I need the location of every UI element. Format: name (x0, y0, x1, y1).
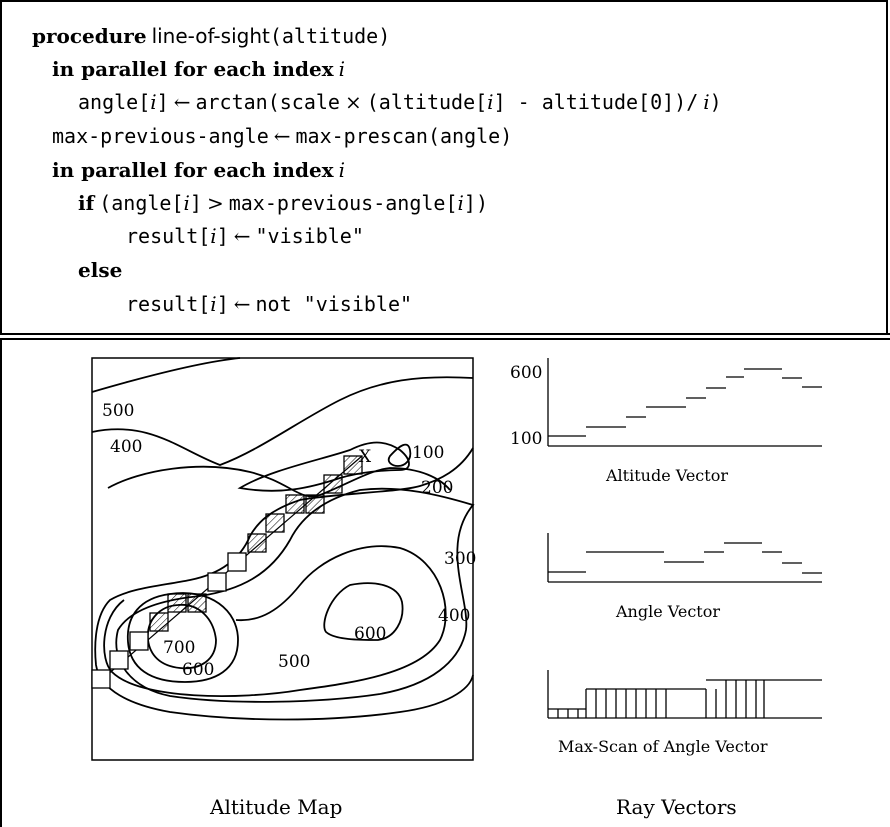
label-600-left: 600 (182, 660, 214, 680)
code-line-7: result[i] ← "visible" (126, 224, 364, 248)
label-500-bottom: 500 (278, 652, 310, 672)
altitude-vector-caption: Altitude Vector (605, 466, 728, 485)
label-300: 300 (444, 549, 476, 569)
max-scan-caption: Max-Scan of Angle Vector (558, 737, 768, 756)
separator-top (0, 333, 890, 335)
contour-lines (91, 357, 475, 721)
label-100: 100 (412, 443, 444, 463)
altitude-map-frame (91, 357, 474, 761)
separator-bottom (0, 338, 890, 340)
label-500-top: 500 (102, 401, 134, 421)
ray-line (91, 455, 363, 689)
label-700: 700 (163, 638, 195, 658)
contour-500-top (91, 357, 241, 393)
angle-vector-caption: Angle Vector (615, 602, 720, 621)
max-scan-chart (547, 670, 822, 719)
label-x: X (359, 447, 372, 467)
contour-600-right (323, 582, 404, 641)
code-line-1: procedure line-of-sight(altitude) (32, 24, 391, 48)
ray-cells (91, 455, 363, 689)
code-line-9: result[i] ← not "visible" (126, 292, 413, 316)
label-200: 200 (421, 478, 453, 498)
contour-300 (94, 447, 474, 721)
code-line-8: else (78, 258, 123, 282)
label-600-right: 600 (354, 624, 386, 644)
contour-600-left (127, 592, 239, 683)
altitude-vector-chart (547, 358, 822, 447)
contour-100 (237, 441, 410, 492)
map-labels: 500 400 100 X 200 300 400 600 700 600 50… (102, 401, 476, 680)
y-label-100: 100 (510, 429, 542, 449)
code-box: procedure line-of-sight(altitude) in par… (0, 0, 888, 334)
code-line-2: in parallel for each index i (52, 57, 346, 81)
y-label-600: 600 (510, 363, 542, 383)
altitude-map-caption: Altitude Map (209, 795, 342, 819)
code-line-6: if (angle[i] > max-previous-angle[i]) (78, 191, 488, 215)
code-line-3: angle[i] ← arctan(scale × (altitude[i] -… (78, 90, 722, 114)
code-line-5: in parallel for each index i (52, 158, 346, 182)
contour-500-inner (103, 545, 447, 697)
angle-vector-chart (547, 533, 822, 583)
left-border (0, 338, 2, 827)
ray-vectors-caption: Ray Vectors (616, 795, 737, 819)
code-line-4: max-previous-angle ← max-prescan(angle) (52, 124, 513, 148)
label-400-top: 400 (110, 437, 142, 457)
label-400-right: 400 (438, 606, 470, 626)
